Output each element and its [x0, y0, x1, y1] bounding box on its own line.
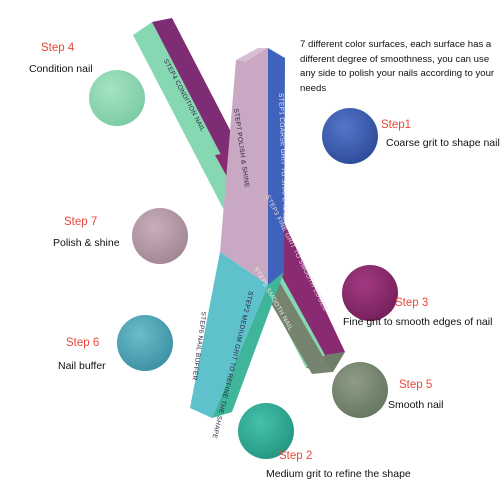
step1-title: Step1	[381, 119, 412, 131]
step2-desc: Medium grit to refine the shape	[266, 468, 411, 480]
block-front-top-edge	[236, 48, 268, 62]
block-front-medium-face	[212, 272, 284, 418]
step6-desc: Nail buffer	[58, 360, 106, 372]
swatch-step6	[117, 315, 173, 371]
step4-title: Step 4	[41, 42, 75, 54]
swatch-step2	[238, 403, 294, 459]
step7-title: Step 7	[64, 216, 98, 228]
swatch-step5	[332, 362, 388, 418]
step4-desc: Condition nail	[29, 63, 93, 75]
step3-title: Step 3	[395, 297, 429, 309]
step2-title: Step 2	[279, 450, 313, 462]
step3-desc: Fine grit to smooth edges of nail	[343, 316, 493, 328]
step7-desc: Polish & shine	[53, 237, 120, 249]
step6-title: Step 6	[66, 337, 100, 349]
step5-desc: Smooth nail	[388, 399, 444, 411]
block-front-buffer-face	[190, 252, 268, 418]
intro-text: 7 different color surfaces, each surface…	[300, 39, 495, 94]
block-front-coarse-face	[268, 48, 285, 285]
swatch-step3	[342, 265, 398, 321]
block-front-polish-face	[220, 48, 268, 285]
swatch-step7	[132, 208, 188, 264]
swatch-step4	[89, 70, 145, 126]
swatch-step1	[322, 108, 378, 164]
step5-title: Step 5	[399, 379, 433, 391]
step1-desc: Coarse grit to shape nail	[386, 137, 500, 149]
